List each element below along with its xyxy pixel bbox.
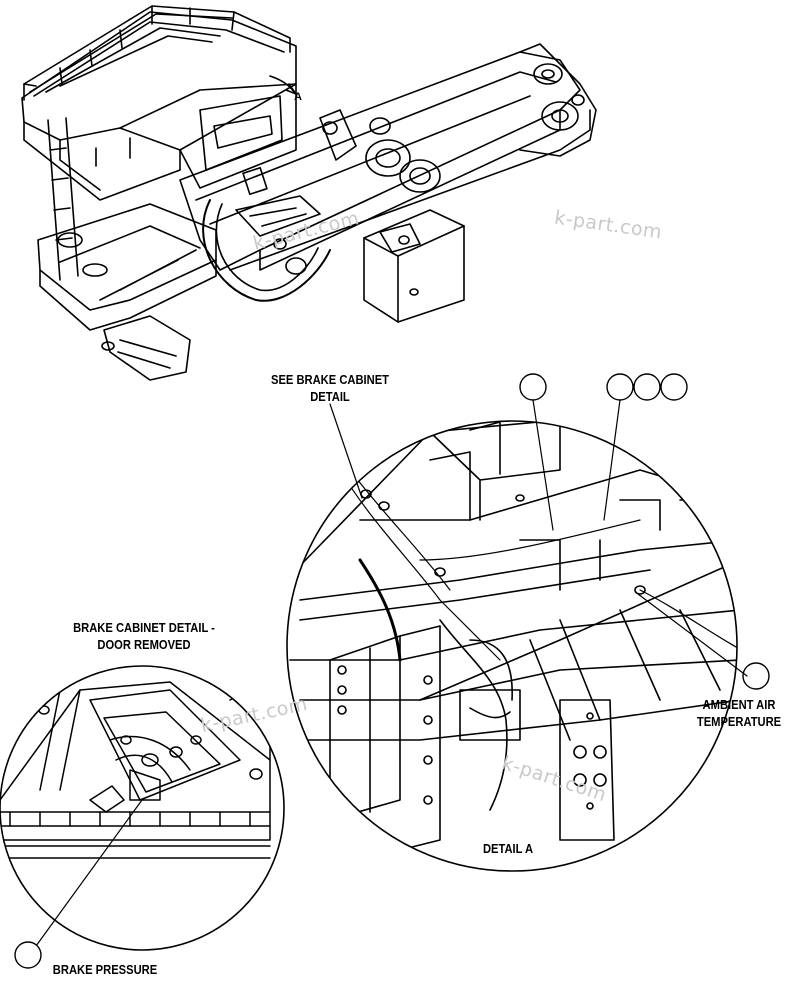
leader-see-brake-cabinet bbox=[329, 403, 363, 499]
cab-platform bbox=[21, 11, 297, 151]
label-ambient-air-line1: AMBIENT AIR bbox=[702, 697, 776, 712]
ladder bbox=[47, 117, 79, 281]
rear-pivot bbox=[519, 43, 597, 157]
handrail bbox=[23, 5, 291, 101]
callout-circle-1 bbox=[519, 373, 547, 401]
leader-ambient-air bbox=[637, 593, 748, 677]
label-see-brake-cabinet-line2: DETAIL bbox=[310, 389, 350, 404]
callout-circle-4 bbox=[660, 373, 688, 401]
label-brake-pressure: BRAKE PRESSURE bbox=[52, 962, 158, 977]
mount-plate-left bbox=[329, 635, 401, 821]
leader-callout-1 bbox=[532, 399, 554, 531]
leader-callout-2 bbox=[603, 399, 621, 521]
label-brake-cabinet-detail-line2: DOOR REMOVED bbox=[97, 637, 191, 652]
front-cross-frame bbox=[37, 203, 217, 311]
hose-band bbox=[202, 199, 331, 302]
leader-brake-pressure bbox=[35, 799, 143, 947]
detail-a-circle bbox=[286, 420, 738, 872]
callout-circle-ambient bbox=[742, 662, 770, 690]
label-detail-a: DETAIL A bbox=[482, 841, 534, 856]
brake-cabinet-circle bbox=[0, 665, 285, 951]
label-ambient-air-line2: TEMPERATURE bbox=[696, 714, 782, 729]
callout-circle-brake-pressure bbox=[14, 941, 42, 969]
callout-circle-3 bbox=[633, 373, 661, 401]
label-see-brake-cabinet-line1: SEE BRAKE CABINET bbox=[270, 372, 390, 387]
main-frame-rail bbox=[179, 51, 581, 271]
detail-a-view bbox=[286, 399, 748, 872]
brake-cabinet-box bbox=[363, 209, 465, 323]
truck-frame-view bbox=[21, 5, 597, 381]
mount-plate-right bbox=[559, 699, 615, 841]
view-marker-a: A bbox=[294, 91, 302, 103]
callout-circle-2 bbox=[606, 373, 634, 401]
label-brake-cabinet-detail-line1: BRAKE CABINET DETAIL - bbox=[73, 620, 215, 635]
